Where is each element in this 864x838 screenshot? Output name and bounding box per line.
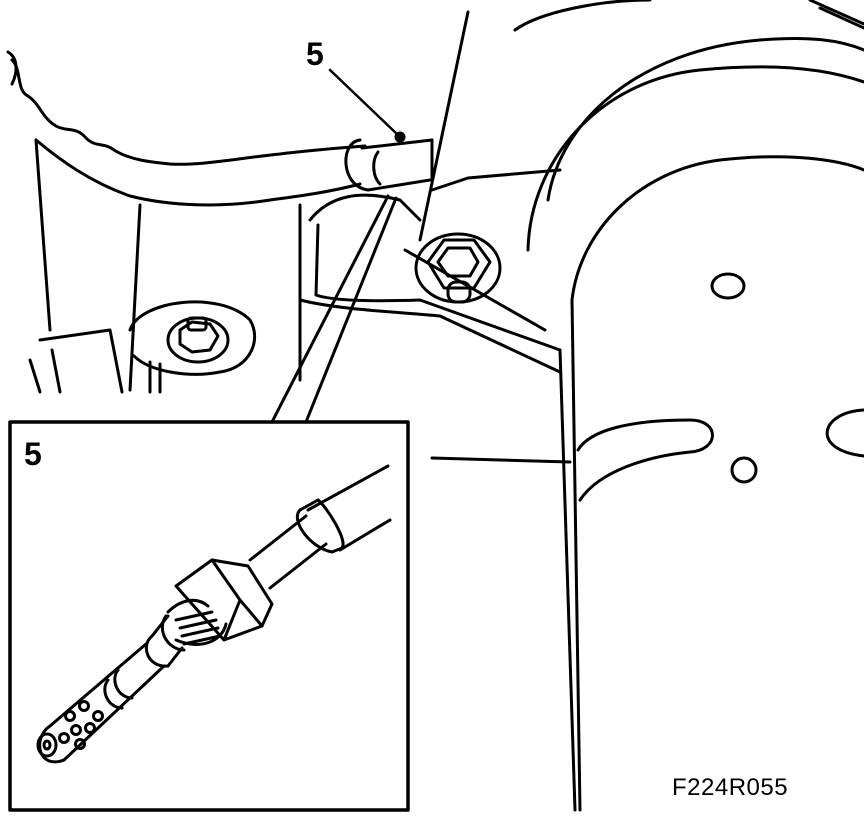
bracket-nut — [414, 232, 502, 304]
temperature-sensor-detail — [36, 464, 392, 764]
lower-bolt — [128, 300, 256, 394]
leader-dot-main — [394, 131, 406, 143]
callout-label-inset: 5 — [24, 436, 42, 472]
figure-code: F224R055 — [672, 774, 789, 801]
detail-inset — [8, 194, 410, 812]
callout-label-main: 5 — [306, 36, 324, 72]
leader-line-main — [328, 68, 400, 137]
sensor-cable-main — [344, 138, 434, 192]
cylinder-head-plate — [430, 0, 864, 812]
mounting-bracket — [298, 10, 562, 374]
engine-block-outline — [6, 50, 367, 394]
